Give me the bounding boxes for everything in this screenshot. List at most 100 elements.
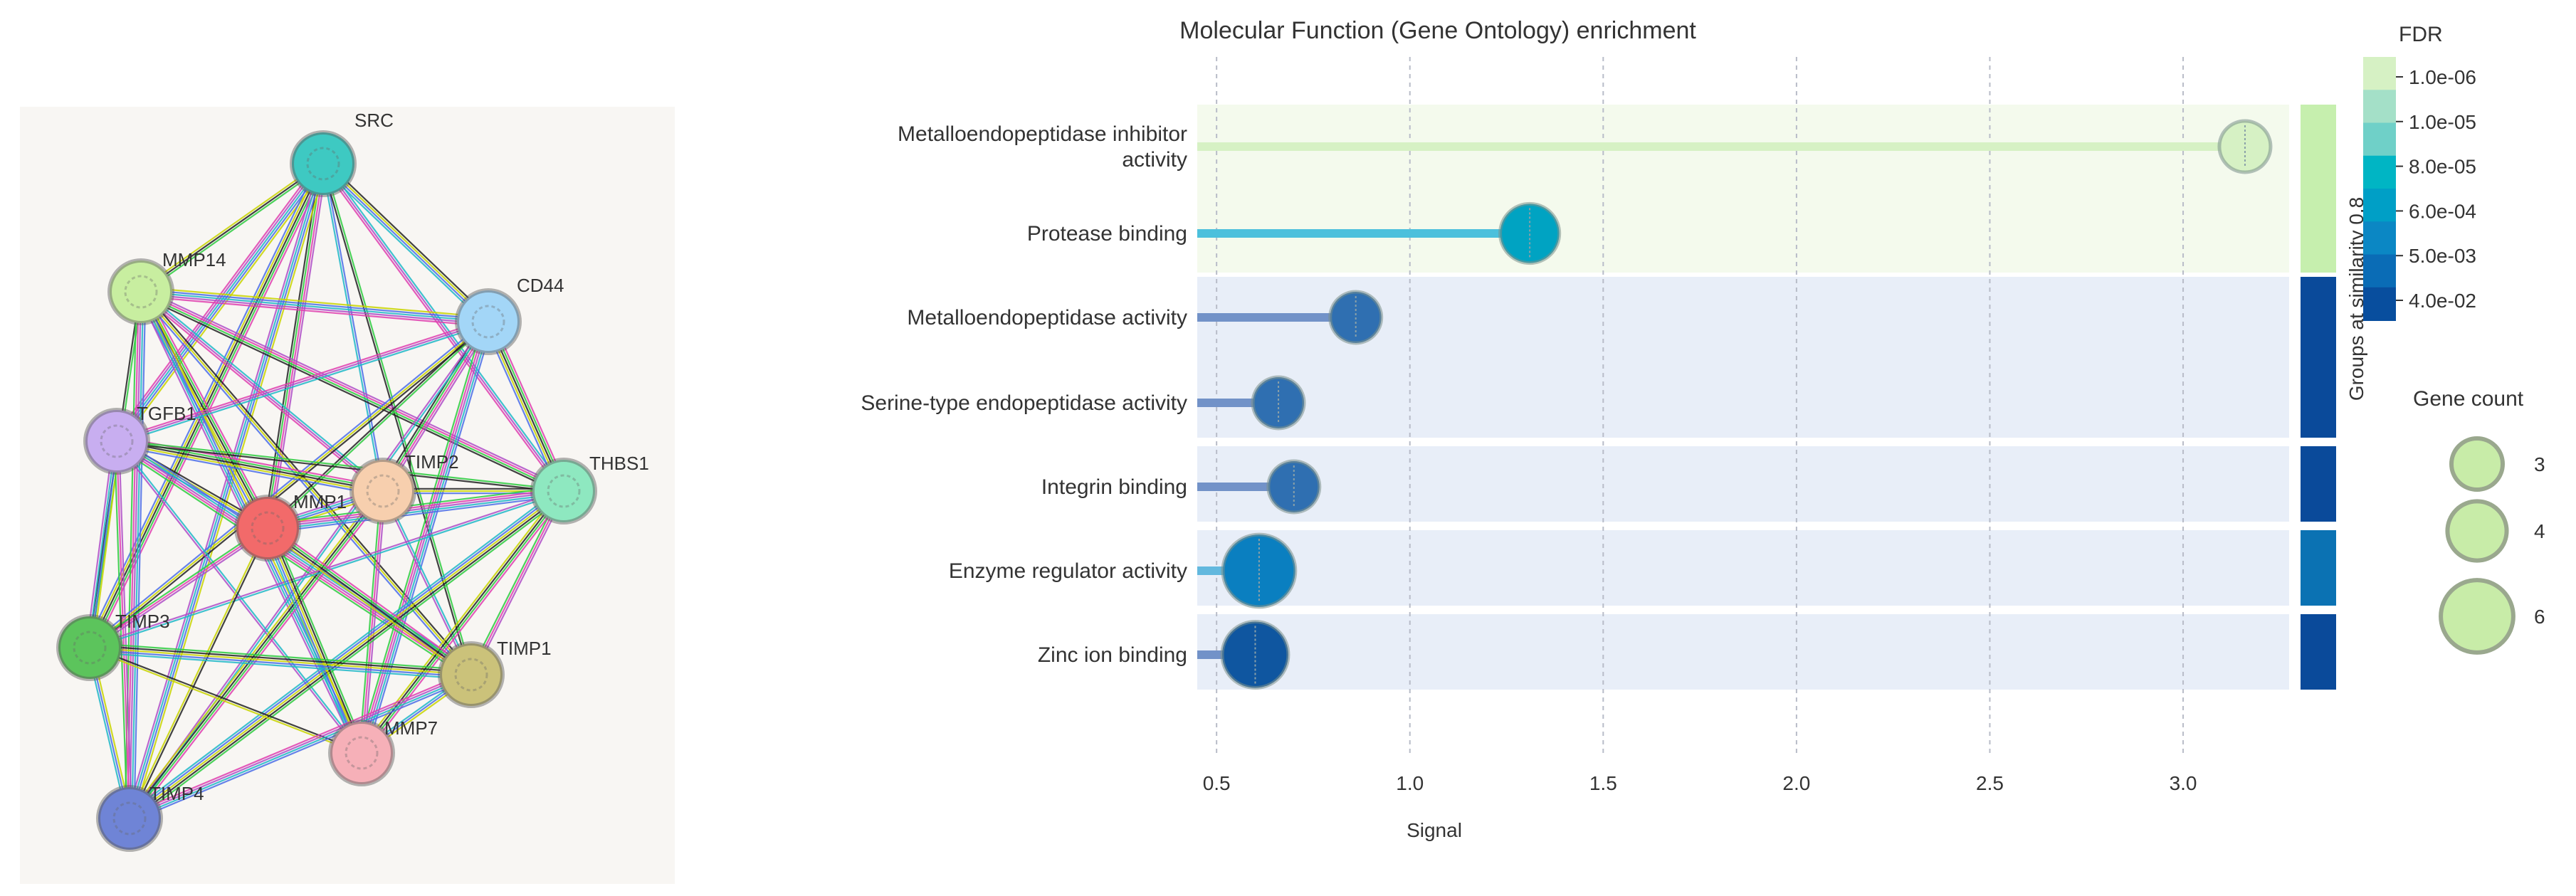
- network-edge: [268, 495, 564, 534]
- group-bands: [1197, 105, 2336, 690]
- fdr-legend-title: FDR: [2399, 23, 2443, 46]
- network-edge: [265, 528, 361, 754]
- group-band-background: [1197, 614, 2289, 690]
- category-label: Zinc ion binding: [1038, 643, 1187, 667]
- network-edge: [140, 292, 564, 493]
- network-edge: [468, 490, 563, 675]
- network-edge: [472, 491, 567, 676]
- network-edge: [139, 294, 563, 495]
- category-label: Enzyme regulator activity: [949, 559, 1187, 583]
- network-edge: [130, 492, 566, 821]
- network-edge: [88, 441, 117, 648]
- network-edge: [323, 163, 473, 675]
- network-edge: [117, 322, 490, 445]
- fdr-colorbar-segment: [2363, 57, 2396, 91]
- network-node: [290, 130, 357, 197]
- lollipop-point: [1498, 201, 1562, 265]
- network-edge: [90, 644, 472, 673]
- network-edge: [139, 161, 322, 291]
- enrichment-chart: Molecular Function (Gene Ontology) enric…: [861, 17, 2545, 841]
- network-edge: [89, 646, 472, 676]
- network-edge: [142, 288, 566, 489]
- fdr-colorbar-segment: [2363, 287, 2396, 321]
- network-edge: [321, 164, 383, 492]
- gene-count-legend-circle: [2445, 499, 2509, 563]
- x-tick-label: 2.5: [1976, 772, 2004, 794]
- network-edge: [356, 320, 485, 752]
- fdr-tick-label: 8.0e-05: [2409, 156, 2476, 178]
- network-node-label: TIMP4: [149, 783, 204, 804]
- network-node-label: MMP1: [293, 491, 347, 512]
- network-edge: [90, 645, 362, 753]
- network-node-label: TIMP2: [404, 451, 459, 473]
- network-edge: [127, 527, 268, 818]
- network-edge: [90, 642, 472, 671]
- fdr-tick-label: 6.0e-04: [2409, 200, 2476, 222]
- network-edge: [115, 445, 383, 497]
- protein-structure-icon: [100, 424, 134, 458]
- network-edge: [115, 441, 131, 819]
- network-edge: [142, 164, 325, 295]
- network-edge: [363, 492, 567, 756]
- network-edge: [133, 292, 147, 819]
- network-edge: [267, 487, 564, 527]
- group-band-background: [1197, 105, 2289, 273]
- network-edge: [320, 164, 563, 493]
- protein-structure-icon: [73, 631, 107, 665]
- network-edge: [270, 526, 367, 752]
- network-node: [234, 495, 301, 562]
- network-edge: [120, 166, 328, 445]
- group-color-bar: [2301, 614, 2336, 690]
- network-edge: [116, 440, 384, 492]
- x-tick-label: 0.5: [1203, 772, 1231, 794]
- fdr-tick-label: 5.0e-03: [2409, 245, 2476, 267]
- network-edge: [266, 528, 471, 677]
- network-edge: [138, 292, 470, 677]
- gene-count-legend-label: 3: [2534, 453, 2545, 475]
- network-edge: [383, 322, 490, 492]
- network-edge: [130, 528, 270, 820]
- network-edge: [325, 160, 492, 320]
- network-edge: [381, 491, 471, 676]
- network-edge: [112, 160, 320, 439]
- network-node: [107, 258, 174, 325]
- network-edge: [268, 526, 473, 675]
- network-edge: [116, 441, 564, 493]
- group-band-background: [1197, 530, 2289, 606]
- protein-structure-icon: [124, 275, 158, 309]
- x-axis-label: Signal: [1407, 819, 1462, 841]
- network-edge: [142, 290, 270, 528]
- network-edge: [89, 527, 268, 648]
- category-label: Integrin binding: [1041, 475, 1187, 499]
- network-edge: [115, 442, 470, 678]
- network-node-label: MMP7: [384, 717, 438, 739]
- network-node-label: MMP14: [162, 249, 226, 270]
- network-edge: [89, 321, 489, 648]
- protein-structure-icon: [251, 511, 285, 545]
- fdr-tick-label: 1.0e-05: [2409, 111, 2476, 133]
- group-band-background: [1197, 446, 2289, 522]
- fdr-colorbar-segment: [2363, 90, 2396, 124]
- network-edge: [140, 290, 489, 323]
- network-edge: [360, 490, 384, 754]
- network-edge: [116, 443, 383, 495]
- fdr-tick-label: 4.0e-02: [2409, 290, 2476, 312]
- network-edge: [88, 525, 267, 647]
- network-edge: [263, 529, 359, 755]
- x-tick-label: 2.0: [1782, 772, 1810, 794]
- network-edge: [115, 318, 488, 441]
- network-edge: [323, 162, 490, 322]
- group-color-bar: [2301, 446, 2336, 522]
- network-edge: [126, 488, 382, 817]
- network-edge: [89, 649, 471, 678]
- network-edge: [89, 651, 471, 680]
- protein-structure-icon: [112, 801, 147, 836]
- network-edge: [268, 492, 564, 532]
- network-node: [438, 641, 505, 708]
- network-edge: [130, 164, 325, 819]
- x-tick-label: 3.0: [2170, 772, 2197, 794]
- network-edge: [266, 163, 323, 528]
- fdr-colorbar-segment: [2363, 155, 2396, 189]
- network-edge: [127, 163, 323, 818]
